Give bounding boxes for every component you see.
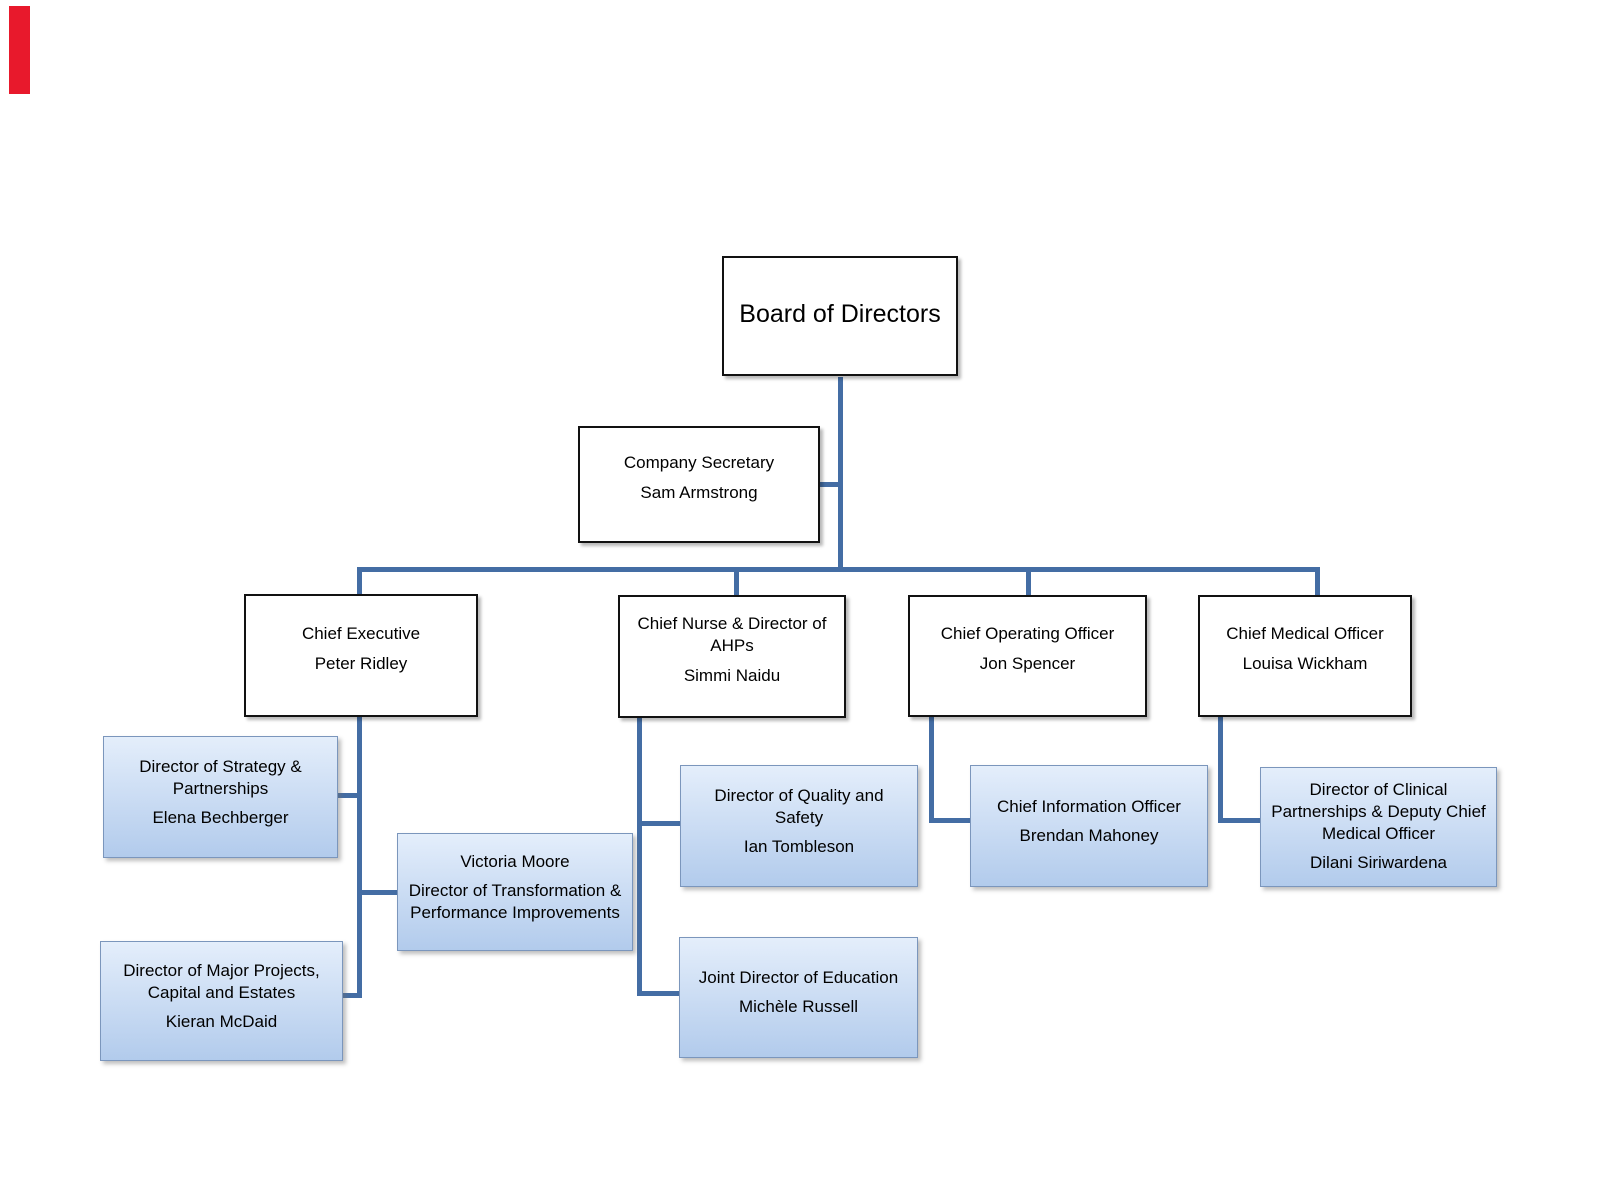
org-box-board-of-directors: Board of Directors [722,256,958,376]
connector-rail [357,567,1320,572]
person-name: Elena Bechberger [152,807,289,827]
connector-stub-quality [637,821,681,826]
role-text: Director of Strategy & Partnerships [139,756,302,798]
person-name: Jon Spencer [979,654,1076,673]
connector-drop-chief-executive [357,567,362,596]
role-text: Chief Operating Officer [940,624,1115,643]
person-name: Victoria Moore [460,851,570,871]
org-box-chief-nurse: Chief Nurse & Director of AHPs Simmi Nai… [618,595,846,718]
red-marker [9,6,30,94]
org-box-company-secretary: Company Secretary Sam Armstrong [578,426,820,543]
org-box-joint-director-education: Joint Director of Education Michèle Russ… [679,937,918,1058]
person-name: Ian Tombleson [743,836,855,856]
org-box-director-transformation: Victoria Moore Director of Transformatio… [397,833,633,951]
connector-stub-clinical [1218,818,1261,823]
person-name: Simmi Naidu [683,665,781,685]
role-text: Director of Quality and Safety [714,785,884,827]
board-title: Board of Directors [739,300,941,328]
connector-drop-chief-medical-officer [1315,567,1320,596]
connector-ce-subordinates [357,716,362,998]
role-text: Joint Director of Education [698,968,899,987]
role-text: Company Secretary [623,452,775,472]
org-box-chief-medical-officer: Chief Medical Officer Louisa Wickham [1198,595,1412,717]
person-name: Kieran McDaid [165,1011,278,1031]
role-text: Chief Executive [301,623,421,643]
role-text: Director of Transformation & Performance… [408,880,622,922]
connector-drop-chief-nurse [734,567,739,596]
connector-cn-subordinates [637,717,642,996]
role-text: Chief Medical Officer [1226,624,1384,643]
person-name: Sam Armstrong [640,482,758,502]
connector-cmo-subordinate [1218,716,1223,823]
connector-drop-chief-operating-officer [1026,567,1031,596]
role-text: Chief Information Officer [997,796,1181,816]
person-name: Brendan Mahoney [1019,825,1159,845]
org-box-chief-information-officer: Chief Information Officer Brendan Mahone… [970,765,1208,887]
role-text: Director of Major Projects, Capital and … [123,960,320,1002]
connector-company-secretary [818,482,843,487]
person-name: Dilani Siriwardena [1309,852,1447,872]
person-name: Peter Ridley [314,653,408,673]
person-name: Michèle Russell [738,997,859,1016]
connector-coo-subordinate [929,716,934,823]
org-box-chief-executive: Chief Executive Peter Ridley [244,594,478,717]
connector-stub-cio [929,818,971,823]
org-box-chief-operating-officer: Chief Operating Officer Jon Spencer [908,595,1147,717]
org-box-director-quality-safety: Director of Quality and Safety Ian Tombl… [680,765,918,887]
connector-stub-major-projects [341,993,362,998]
org-box-director-clinical-partnerships: Director of Clinical Partnerships & Depu… [1260,767,1497,887]
org-box-director-major-projects: Director of Major Projects, Capital and … [100,941,343,1061]
role-text: Director of Clinical Partnerships & Depu… [1271,779,1486,843]
org-box-director-strategy-partnerships: Director of Strategy & Partnerships Elen… [103,736,338,858]
connector-stub-education [637,991,680,996]
connector-board-drop [838,377,843,570]
role-text: Chief Nurse & Director of AHPs [637,613,827,655]
connector-stub-strategy [336,793,362,798]
connector-stub-transformation [357,890,398,895]
person-name: Louisa Wickham [1242,654,1368,673]
